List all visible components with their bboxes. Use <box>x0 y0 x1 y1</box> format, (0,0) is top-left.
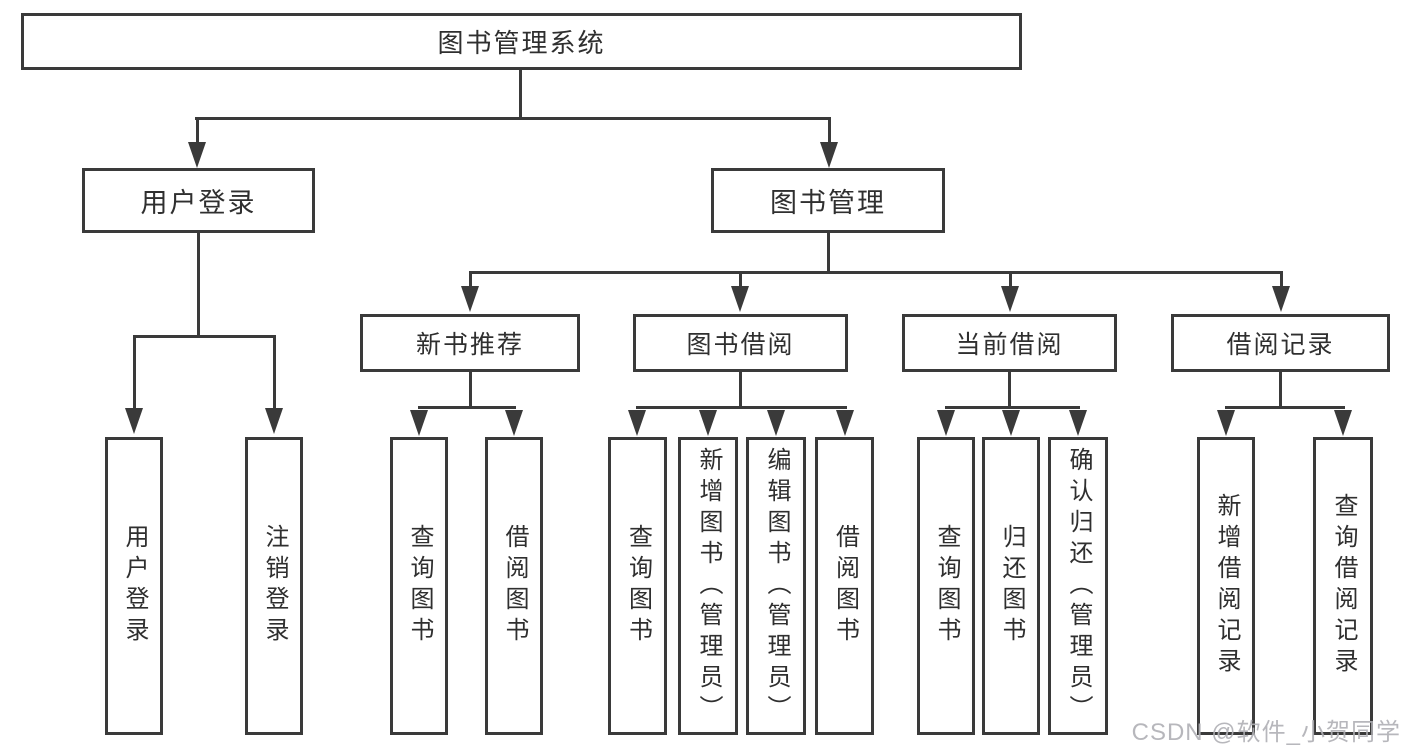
node-new-book-recommend-label: 新书推荐 <box>415 331 524 359</box>
node-borrow-records-label: 借阅记录 <box>1226 331 1335 359</box>
arrowhead-to-query-books-borrow <box>628 410 646 436</box>
arrowhead-to-add-borrow-record <box>1217 410 1235 436</box>
leaf-edit-book-admin: 编辑图书（管理员） <box>746 437 806 735</box>
edge-current-borrow-split <box>945 406 1080 409</box>
leaf-logout-label: 注销登录 <box>261 524 288 648</box>
node-new-book-recommend: 新书推荐 <box>360 314 580 372</box>
arrowhead-to-borrow-records <box>1272 286 1290 312</box>
leaf-query-books-recommend-label: 查询图书 <box>406 524 433 648</box>
arrowhead-to-leaf-logout <box>265 408 283 434</box>
edge-to-new-books-stem <box>469 273 472 288</box>
leaf-add-book-admin-label: 新增图书（管理员） <box>695 446 722 726</box>
edge-book-management-split <box>469 271 1283 274</box>
arrowhead-to-return-book <box>1002 410 1020 436</box>
leaf-borrow-books-recommend-label: 借阅图书 <box>501 524 528 648</box>
arrowhead-to-user-login <box>188 142 206 168</box>
leaf-query-books-borrow: 查询图书 <box>608 437 667 735</box>
edge-to-borrow-records-stem <box>1280 273 1283 288</box>
leaf-logout: 注销登录 <box>245 437 303 735</box>
leaf-confirm-return-admin-label: 确认归还（管理员） <box>1065 446 1092 726</box>
edge-to-user-login-stem <box>196 119 199 144</box>
edge-to-leaf-logout-stem <box>273 335 276 410</box>
leaf-query-books-recommend: 查询图书 <box>390 437 448 735</box>
node-root-label: 图书管理系统 <box>437 28 606 58</box>
edge-borrow-records-split <box>1225 406 1345 409</box>
edge-book-management-stem <box>827 233 830 273</box>
leaf-query-borrow-record-label: 查询借阅记录 <box>1330 493 1357 679</box>
arrowhead-to-new-books <box>461 286 479 312</box>
edge-borrow-records-stem <box>1279 372 1282 408</box>
node-book-borrow: 图书借阅 <box>633 314 848 372</box>
leaf-add-borrow-record: 新增借阅记录 <box>1197 437 1255 735</box>
leaf-borrow-books-label: 借阅图书 <box>831 524 859 648</box>
arrowhead-to-add-book-admin <box>699 410 717 436</box>
arrowhead-to-book-borrow <box>731 286 749 312</box>
edge-root-stem <box>519 70 522 119</box>
leaf-user-login-label: 用户登录 <box>121 524 148 648</box>
leaf-add-borrow-record-label: 新增借阅记录 <box>1213 493 1240 679</box>
edge-to-leaf-user-login-stem <box>133 335 136 410</box>
leaf-borrow-books-recommend: 借阅图书 <box>485 437 543 735</box>
node-book-management: 图书管理 <box>711 168 945 233</box>
leaf-borrow-books: 借阅图书 <box>815 437 874 735</box>
edge-book-borrow-stem <box>739 372 742 408</box>
watermark: CSDN @软件_小贺同学 <box>1131 719 1401 746</box>
edge-new-books-split <box>418 406 516 409</box>
arrowhead-to-current-borrow <box>1001 286 1019 312</box>
edge-user-login-split <box>133 335 276 338</box>
arrowhead-to-confirm-return-admin <box>1069 410 1087 436</box>
leaf-query-books-current: 查询图书 <box>917 437 975 735</box>
leaf-add-book-admin: 新增图书（管理员） <box>678 437 738 735</box>
leaf-confirm-return-admin: 确认归还（管理员） <box>1048 437 1108 735</box>
edge-current-borrow-stem <box>1008 372 1011 408</box>
leaf-return-book-label: 归还图书 <box>998 524 1025 648</box>
leaf-edit-book-admin-label: 编辑图书（管理员） <box>763 446 790 726</box>
arrowhead-to-edit-book-admin <box>767 410 785 436</box>
node-book-borrow-label: 图书借阅 <box>686 331 795 359</box>
arrowhead-to-query-books-current <box>937 410 955 436</box>
leaf-return-book: 归还图书 <box>982 437 1040 735</box>
node-book-management-label: 图书管理 <box>770 188 886 218</box>
arrowhead-to-book-management <box>820 142 838 168</box>
arrowhead-to-borrow-books-recommend <box>505 410 523 436</box>
arrowhead-to-query-books-recommend <box>410 410 428 436</box>
node-borrow-records: 借阅记录 <box>1171 314 1390 372</box>
node-user-login: 用户登录 <box>82 168 315 233</box>
edge-user-login-stem <box>197 233 200 337</box>
arrowhead-to-query-borrow-record <box>1334 410 1352 436</box>
leaf-query-borrow-record: 查询借阅记录 <box>1313 437 1373 735</box>
arrowhead-to-leaf-user-login <box>125 408 143 434</box>
edge-to-book-management-stem <box>828 119 831 144</box>
leaf-query-books-borrow-label: 查询图书 <box>624 524 652 648</box>
leaf-query-books-current-label: 查询图书 <box>933 524 960 648</box>
edge-book-borrow-split <box>636 406 847 409</box>
node-current-borrow-label: 当前借阅 <box>955 331 1064 359</box>
edge-to-current-borrow-stem <box>1009 273 1012 288</box>
arrowhead-to-borrow-books <box>836 410 854 436</box>
node-root: 图书管理系统 <box>21 13 1022 70</box>
edge-root-split <box>195 117 831 120</box>
leaf-user-login: 用户登录 <box>105 437 163 735</box>
node-current-borrow: 当前借阅 <box>902 314 1117 372</box>
node-user-login-label: 用户登录 <box>140 188 257 218</box>
edge-to-book-borrow-stem <box>739 273 742 288</box>
edge-new-books-stem <box>469 372 472 408</box>
